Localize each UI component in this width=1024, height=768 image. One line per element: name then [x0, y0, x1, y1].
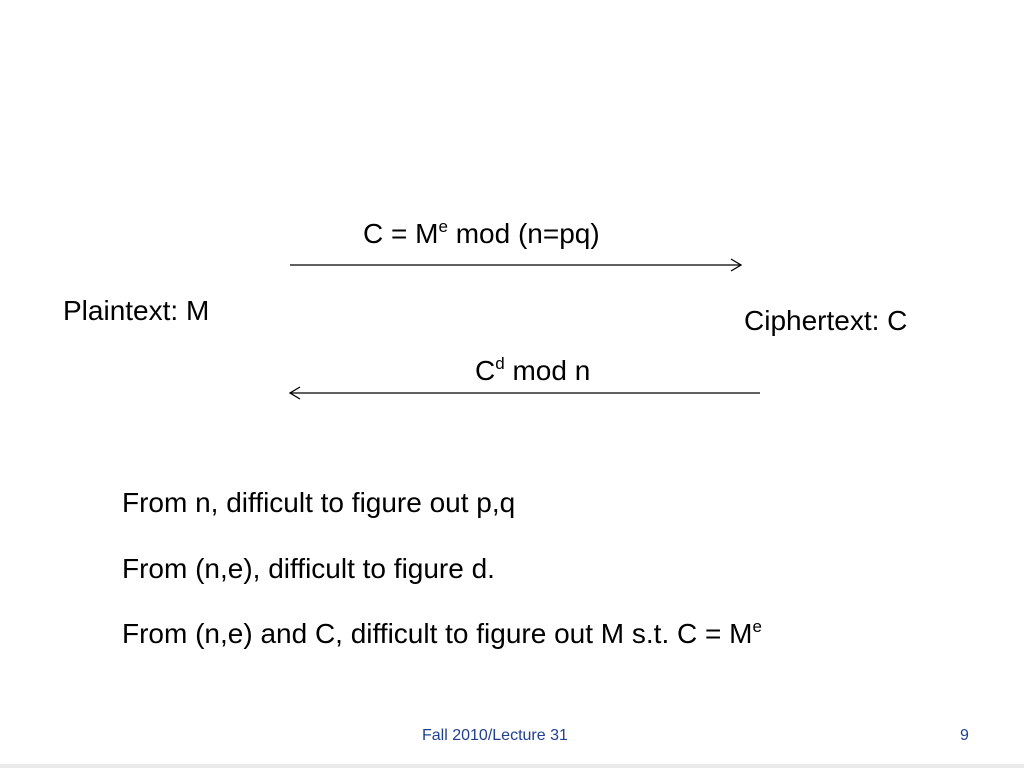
decrypt-formula: Cd mod n	[475, 355, 590, 387]
statement-3: From (n,e) and C, difficult to figure ou…	[122, 618, 762, 650]
decrypt-formula-mod: mod n	[504, 355, 591, 386]
encrypt-formula-exponent: e	[438, 217, 448, 236]
decrypt-formula-exponent: d	[495, 354, 505, 373]
encrypt-formula-mod: mod (n=pq)	[447, 218, 600, 249]
ciphertext-label: Ciphertext: C	[744, 305, 908, 336]
encrypt-formula-base: C = M	[363, 218, 439, 249]
statement-3-text: From (n,e) and C, difficult to figure ou…	[122, 618, 753, 649]
statement-2: From (n,e), difficult to figure d.	[122, 553, 495, 585]
decrypt-formula-base: C	[475, 355, 496, 386]
footer-page-number: 9	[960, 727, 969, 744]
footer-course: Fall 2010/Lecture 31	[422, 727, 568, 744]
plaintext-label: Plaintext: M	[63, 295, 210, 326]
statement-1: From n, difficult to figure out p,q	[122, 487, 515, 519]
encrypt-formula: C = Me mod (n=pq)	[363, 218, 600, 250]
statement-2-text: From (n,e), difficult to figure d.	[122, 553, 495, 584]
bottom-divider	[0, 764, 1024, 768]
statement-3-exponent: e	[752, 617, 762, 636]
statement-1-text: From n, difficult to figure out p,q	[122, 487, 516, 518]
